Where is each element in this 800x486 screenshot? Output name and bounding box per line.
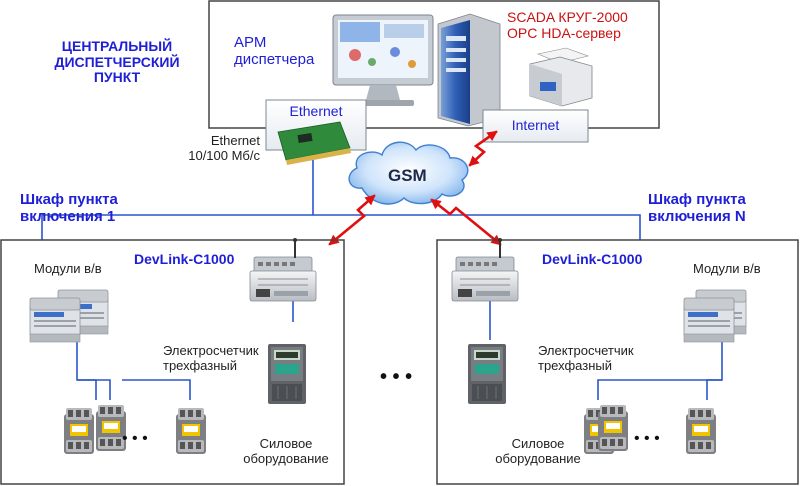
meter-right-label: Электросчетчик трехфазный xyxy=(538,343,634,373)
arm-label: АРМ диспетчера xyxy=(234,34,315,68)
gsm-cloud-icon xyxy=(348,141,469,205)
control-center-title: ЦЕНТРАЛЬНЫЙ ДИСПЕТЧЕРСКИЙ ПУНКТ xyxy=(54,38,180,86)
cabinet-right-title: Шкаф пункта включения N xyxy=(648,191,746,225)
scada-label: SCADA КРУГ-2000 OPC HDA-сервер xyxy=(507,9,628,41)
printer-icon xyxy=(529,47,593,107)
cabinets-ellipsis: • • • xyxy=(380,366,413,388)
devlink-controller-icon xyxy=(451,238,519,302)
modules-right-label: Модули в/в xyxy=(693,261,761,276)
cabinet-left-title: Шкаф пункта включения 1 xyxy=(20,191,118,225)
gsm-links xyxy=(328,130,502,246)
io-module-icon xyxy=(29,289,109,343)
equipment-right-label: Силовое оборудование xyxy=(495,436,581,466)
contactor-left-ellipsis: • • • xyxy=(122,430,148,447)
cabinet-right-frame xyxy=(436,239,799,485)
internet-box xyxy=(482,109,589,143)
workstation-monitor-icon xyxy=(332,14,434,106)
controller-right-label: DevLink-C1000 xyxy=(542,251,643,267)
meter-left-label: Электросчетчик трехфазный xyxy=(163,343,259,373)
ethernet-box-label: Ethernet xyxy=(289,103,343,119)
electricity-meter-icon xyxy=(267,343,307,405)
gsm-label: GSM xyxy=(388,166,427,185)
controller-left-label: DevLink-C1000 xyxy=(134,251,235,267)
ethernet-speed-label: Ethernet 10/100 Мб/с xyxy=(188,133,260,163)
network-links xyxy=(41,160,723,400)
contactor-right-ellipsis: • • • xyxy=(634,430,660,447)
internet-box-label: Internet xyxy=(511,117,560,133)
equipment-left-label: Силовое оборудование xyxy=(243,436,329,466)
modules-left-label: Модули в/в xyxy=(34,261,102,276)
cabinet-left-frame xyxy=(0,239,345,485)
network-card-icon xyxy=(277,121,351,165)
devlink-controller-icon xyxy=(249,238,317,302)
server-tower-icon xyxy=(437,13,501,127)
electricity-meter-icon xyxy=(467,343,507,405)
io-module-icon xyxy=(683,289,747,343)
